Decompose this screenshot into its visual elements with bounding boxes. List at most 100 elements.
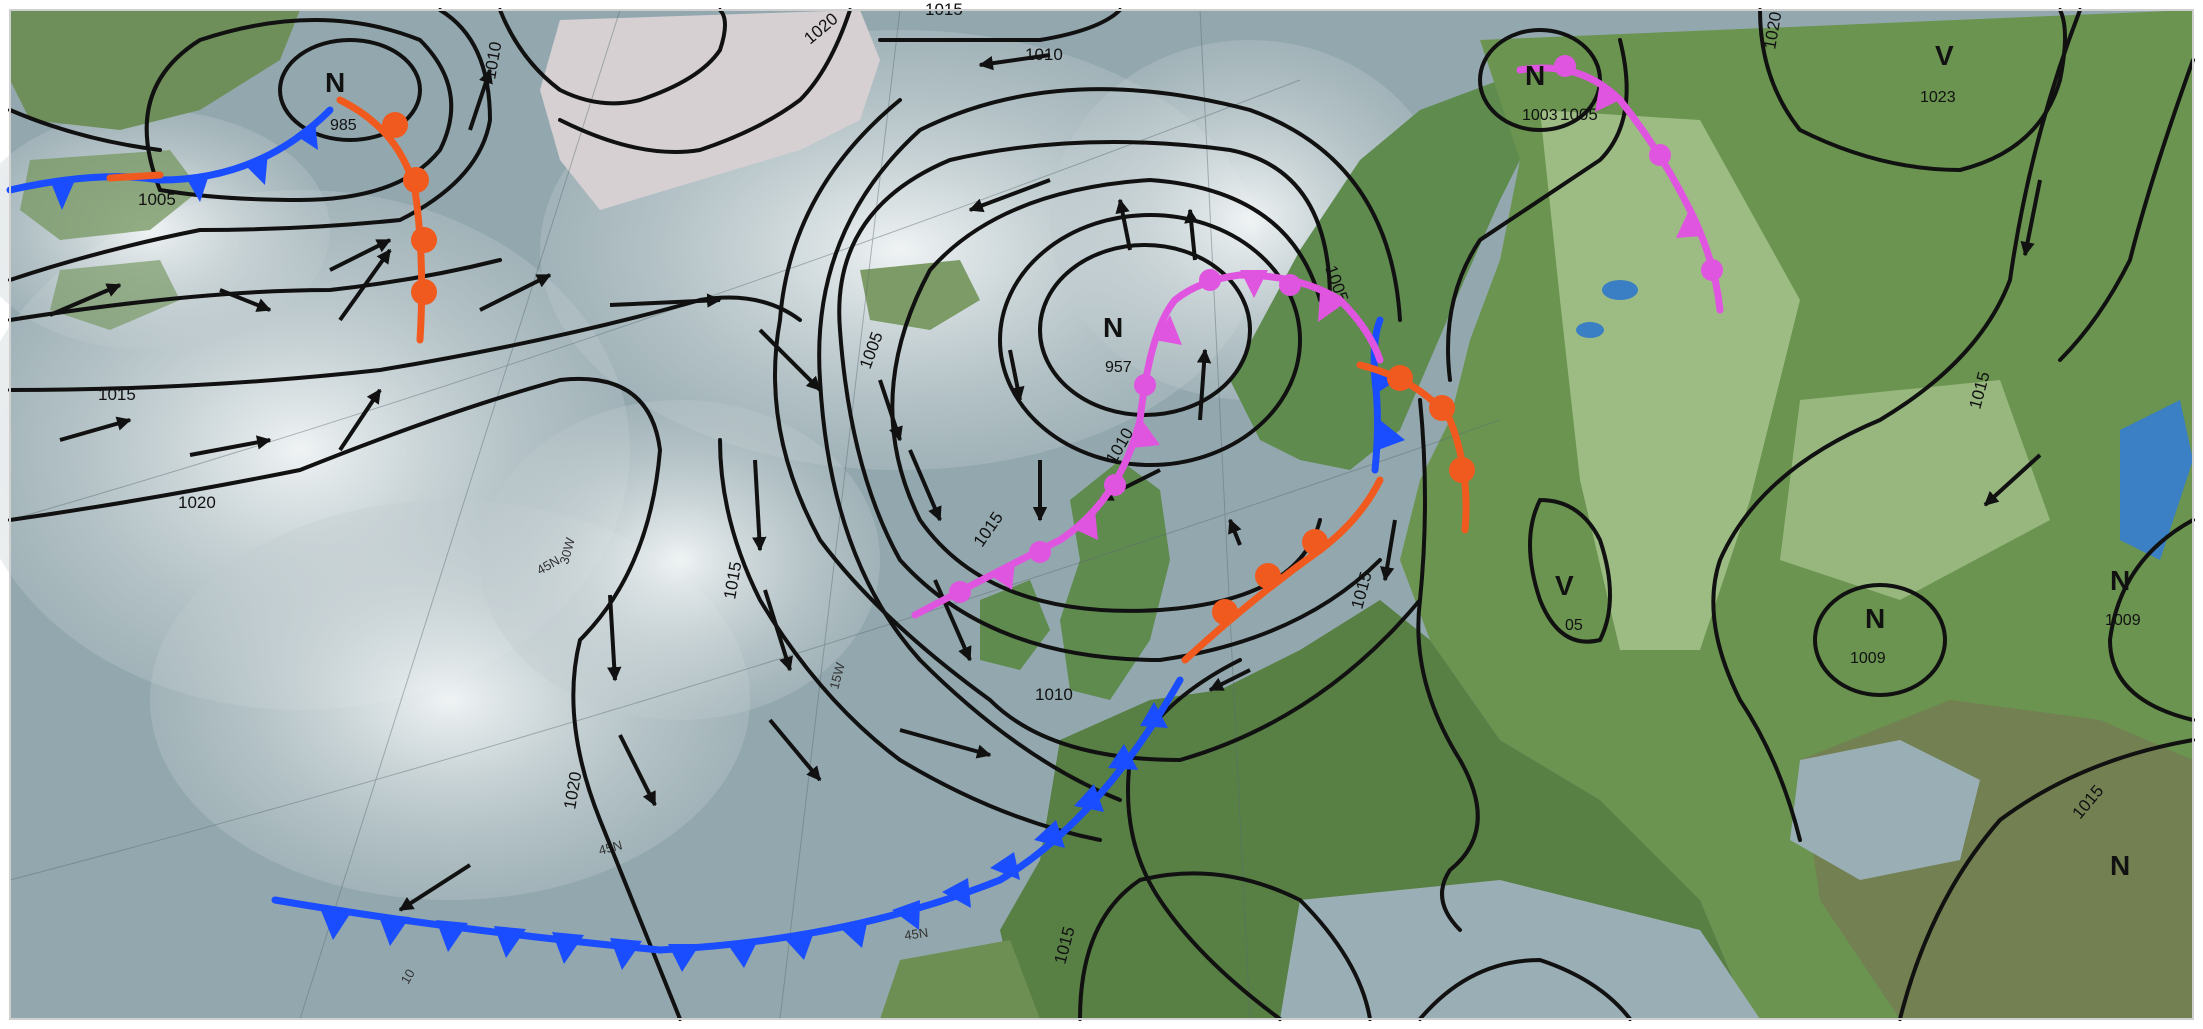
occluded-front-symbols	[949, 269, 1342, 603]
wind-arrow	[468, 68, 493, 131]
isobar-label: 1005	[138, 190, 176, 209]
wind-arrow	[1983, 453, 2042, 507]
isobar	[1416, 398, 1480, 932]
high-center-value: 05	[1565, 617, 1583, 634]
wind-arrow	[329, 238, 392, 272]
wind-arrow	[479, 273, 552, 312]
low-center-value: 1009	[2105, 612, 2141, 629]
wind-arrow	[49, 283, 122, 317]
wind-arrow	[1228, 518, 1242, 546]
wind-arrow	[189, 435, 272, 457]
warm-front-bumps	[1387, 365, 1475, 483]
wind-arrow	[968, 178, 1051, 213]
wind-arrow	[1208, 668, 1251, 692]
isobar	[1446, 38, 1629, 382]
isobar	[8, 258, 502, 322]
warm-front-bumps	[382, 112, 437, 305]
isobar	[1078, 871, 1372, 1021]
wind-arrow	[908, 449, 942, 522]
wind-arrow	[1196, 348, 1212, 421]
wind-arrow	[1008, 349, 1025, 402]
warm-front	[106, 171, 164, 182]
wind-arrow	[758, 328, 822, 392]
wind-arrow	[878, 379, 903, 442]
wind-arrow	[1115, 198, 1132, 251]
isobar	[8, 8, 493, 282]
isobar	[878, 8, 1122, 43]
wind-arrow	[219, 288, 272, 312]
wind-arrow	[1184, 208, 1199, 261]
isobar	[998, 213, 1302, 467]
wind-arrow	[59, 416, 132, 442]
graticule	[9, 9, 1501, 1020]
high-center-symbol: V	[1935, 40, 1954, 71]
wind-arrow	[338, 388, 382, 452]
low-center-value: 957	[1105, 359, 1132, 376]
isobar	[558, 8, 852, 154]
wind-arrow	[398, 863, 472, 912]
low-center-value: 1003	[1522, 107, 1558, 124]
isobar	[1418, 957, 1632, 1021]
isobar	[8, 295, 802, 392]
high-center-value: 1023	[1920, 89, 1956, 106]
grid-label: 15W	[826, 660, 848, 690]
isobar	[278, 38, 422, 142]
land-masses	[10, 10, 2193, 1019]
wind-arrow	[338, 248, 392, 322]
low-center-value: 985	[330, 117, 357, 134]
occluded-front	[911, 271, 1384, 619]
isobar	[498, 8, 727, 106]
isobar	[144, 18, 454, 203]
cold-front-teeth	[50, 120, 318, 210]
isobar	[1758, 8, 2067, 173]
wind-arrow	[609, 293, 722, 308]
warm-front	[1181, 476, 1384, 664]
isobar	[1528, 498, 1612, 644]
isobar-label: 1010	[1035, 685, 1073, 704]
isobar	[1126, 658, 1282, 1021]
wind-arrow	[1380, 519, 1397, 582]
isobar-label: 1020	[178, 493, 216, 512]
wind-arrow	[607, 594, 622, 682]
isobar	[1813, 583, 1947, 697]
isobar-label: 1015	[98, 385, 136, 404]
low-center-symbol: N	[2110, 565, 2130, 596]
occluded-front-symbols	[1554, 55, 1723, 281]
low-center-value: 1009	[1850, 650, 1886, 667]
wind-arrow	[763, 589, 794, 672]
low-center-symbol: N	[1525, 60, 1545, 91]
wind-arrows	[49, 53, 2042, 912]
isobar	[2058, 58, 2195, 362]
wind-arrow	[933, 579, 972, 662]
warm-front-bumps	[1212, 529, 1328, 625]
isobar	[8, 376, 682, 1021]
grid-label: 45N	[903, 925, 929, 943]
cold-front-teeth	[320, 702, 1168, 972]
low-center-symbol: N	[1865, 603, 1885, 634]
isobar	[817, 87, 1402, 802]
grid-label: 30W	[556, 535, 578, 565]
isobar	[8, 108, 162, 152]
low-center-symbol: N	[325, 67, 345, 98]
low-center-symbol: N	[1103, 312, 1123, 343]
isobar	[718, 438, 1102, 842]
high-center-symbol: V	[1555, 570, 1574, 601]
wind-arrow	[752, 459, 767, 552]
isobar	[1711, 8, 2082, 842]
isobar	[2107, 518, 2195, 722]
isobar	[837, 140, 1382, 663]
wind-arrow	[2020, 179, 2042, 257]
wind-arrow	[618, 734, 657, 807]
pressure-centers: N 985 N 957 N 1003 N 1009 N 1009 N V 102…	[325, 40, 2141, 881]
grid-label: 10	[398, 966, 418, 986]
low-center-symbol: N	[2110, 850, 2130, 881]
isobar	[890, 177, 1322, 613]
isobar	[773, 98, 1422, 763]
isobar	[1038, 243, 1252, 417]
isobars	[8, 8, 2195, 1021]
isobar	[1898, 738, 2195, 1021]
wind-arrow	[978, 53, 1051, 71]
wind-arrow	[768, 718, 822, 782]
isobar-label: 1005	[1560, 105, 1598, 124]
